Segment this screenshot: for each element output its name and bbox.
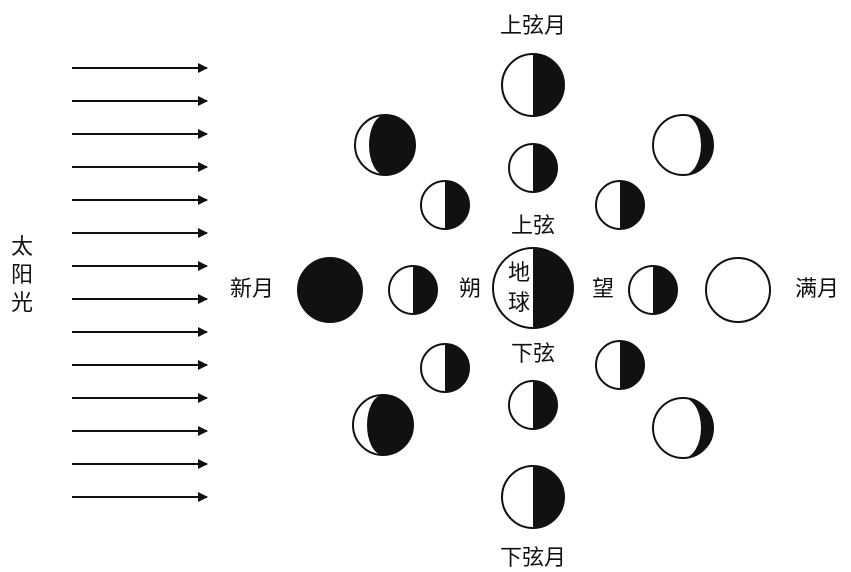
orbit-moon-upper-left-dark (445, 181, 469, 229)
label-first-quarter-moon: 上弦月 (500, 14, 566, 39)
label-shangxian: 上弦 (511, 214, 555, 239)
orbit-moon-wang-dark (653, 266, 677, 314)
label-xiaxian: 下弦 (511, 342, 555, 367)
label-new-moon: 新月 (230, 277, 274, 302)
sunlight-label-char-3: 光 (11, 291, 33, 316)
last-quarter-moon-dark (533, 466, 564, 528)
label-wang: 望 (592, 277, 614, 302)
waning-gibbous-moon-dark (683, 398, 713, 458)
orbit-moon-lower-left-dark (445, 344, 469, 392)
label-shuo: 朔 (459, 277, 481, 302)
waxing-gibbous-moon-dark (683, 115, 713, 175)
label-full-moon: 满月 (795, 277, 839, 302)
first-quarter-moon-dark (533, 54, 564, 116)
waning-crescent-moon-dark (367, 395, 413, 455)
waxing-crescent-moon-dark (369, 115, 415, 175)
earth-dark (533, 248, 573, 328)
orbit-moon-upper-right-dark (620, 181, 644, 229)
sunlight-label-char-2: 阳 (11, 263, 33, 288)
orbit-moon-lower-right-dark (620, 341, 644, 389)
moon-symbols (297, 53, 771, 529)
earth-label-char-2: 球 (508, 291, 530, 316)
earth-label-char-1: 地 (508, 261, 530, 286)
orbit-moon-shangxian-dark (533, 144, 557, 192)
label-last-quarter-moon: 下弦月 (500, 546, 566, 571)
sunlight-arrows (72, 63, 208, 502)
sunlight-label-char-1: 太 (11, 235, 33, 260)
full-moon (705, 257, 771, 323)
new-moon (297, 257, 363, 323)
orbit-moon-xiaxian-dark (533, 381, 557, 429)
orbit-moon-shuo-dark (413, 266, 437, 314)
